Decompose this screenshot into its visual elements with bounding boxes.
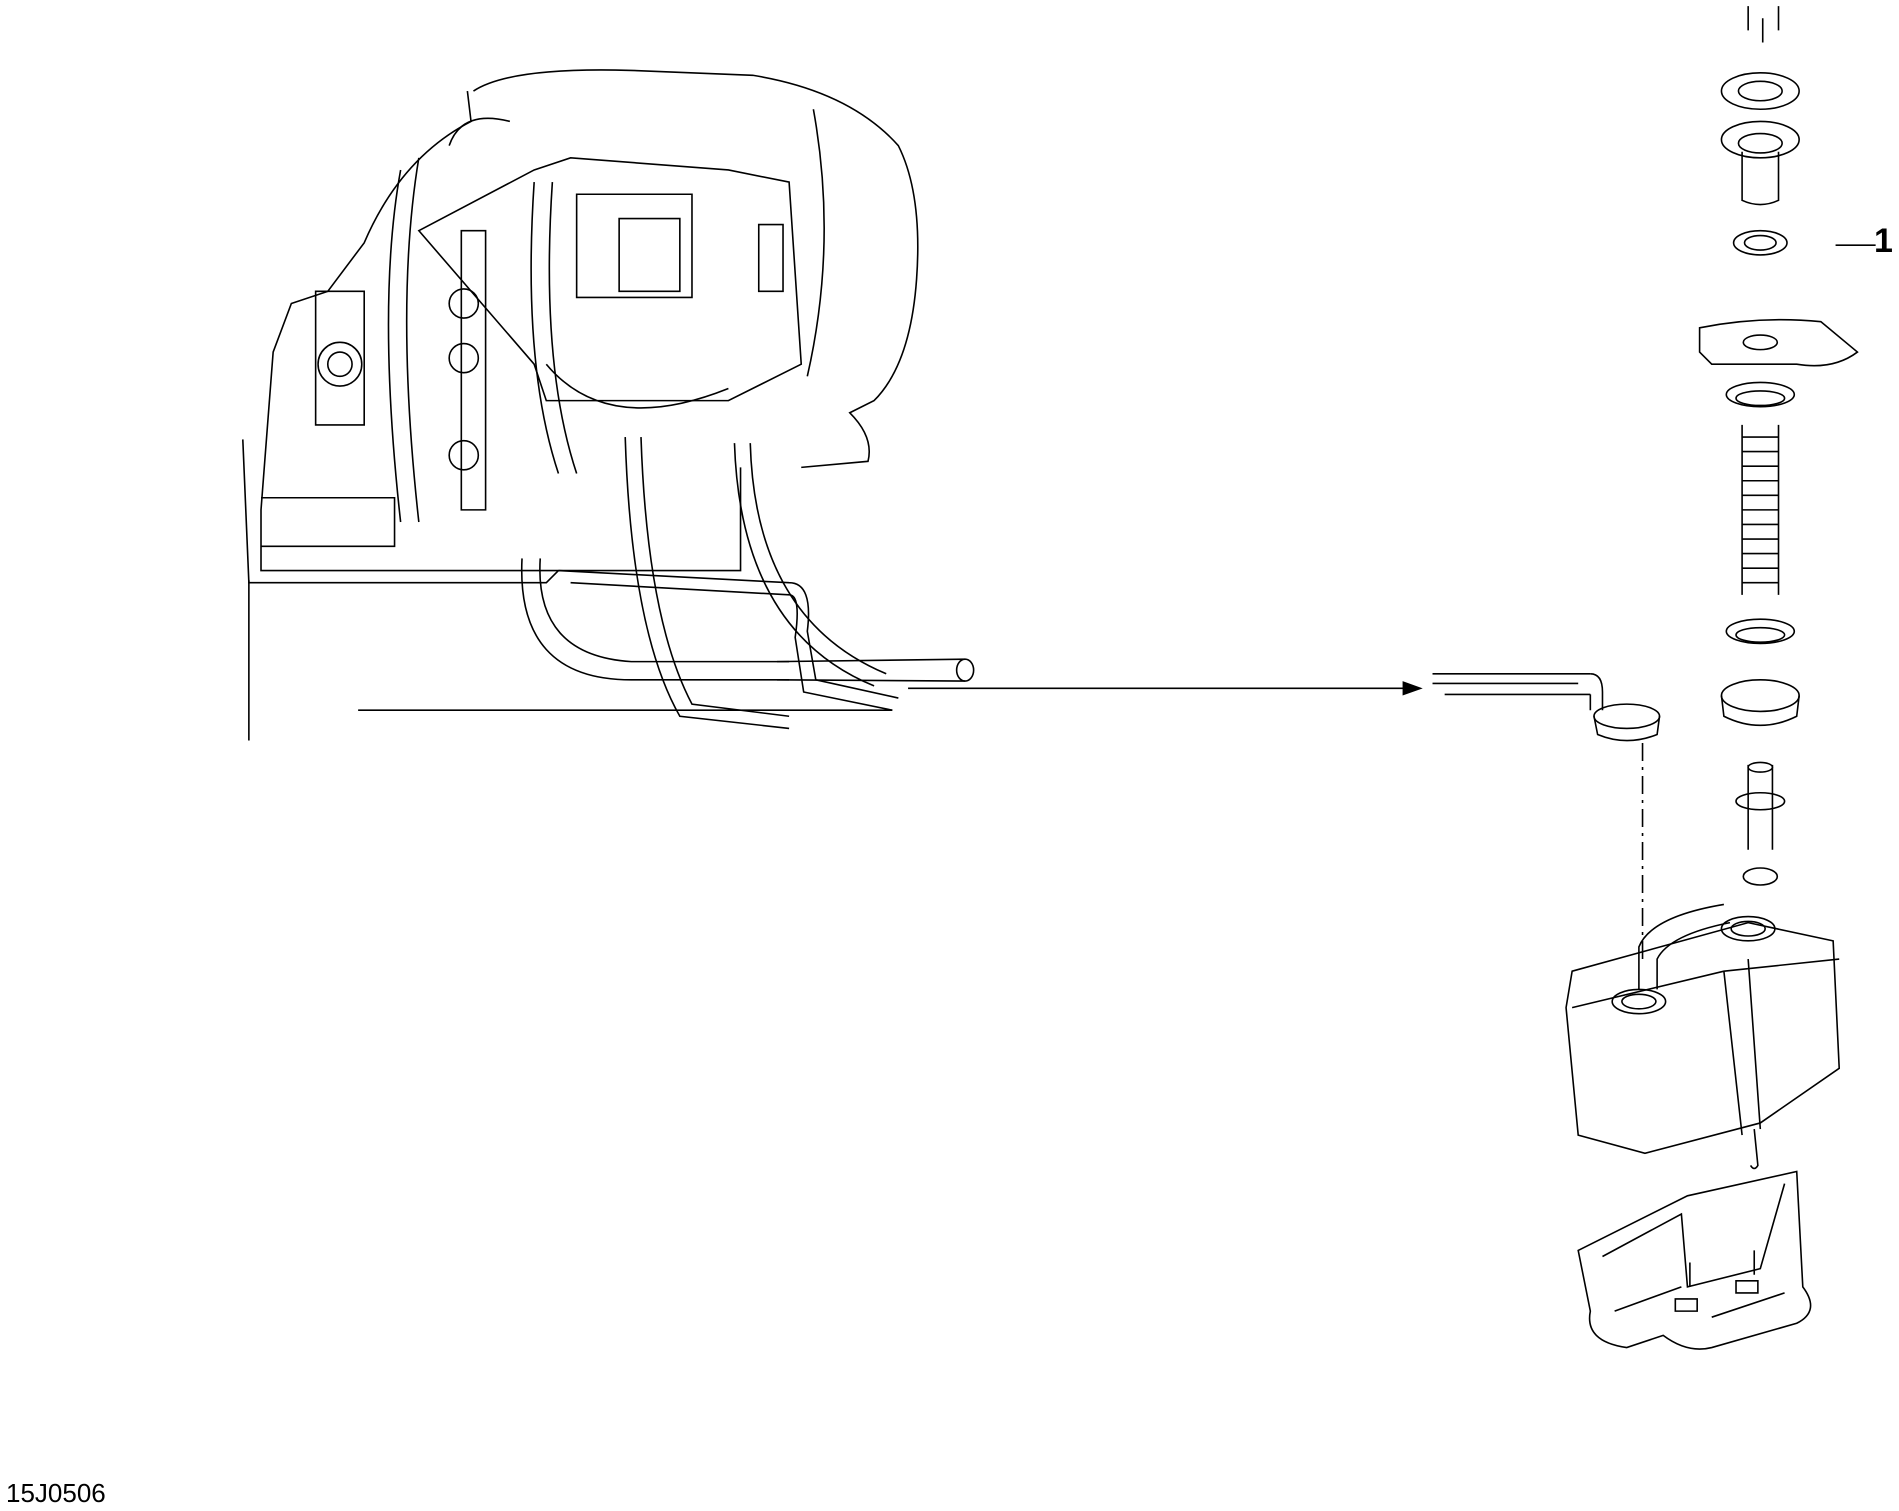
callout-number: 1 bbox=[1874, 222, 1893, 260]
filler-neck-stack bbox=[1700, 6, 1876, 885]
fuel-tank bbox=[1566, 904, 1839, 1168]
reference-code: 15J0506 bbox=[6, 1478, 106, 1508]
engine-assembly bbox=[243, 70, 974, 741]
vent-tube bbox=[1433, 674, 1660, 741]
gasket-part-1 bbox=[1734, 231, 1787, 255]
tank-bracket bbox=[1578, 1172, 1810, 1350]
flow-arrow bbox=[908, 682, 1420, 694]
